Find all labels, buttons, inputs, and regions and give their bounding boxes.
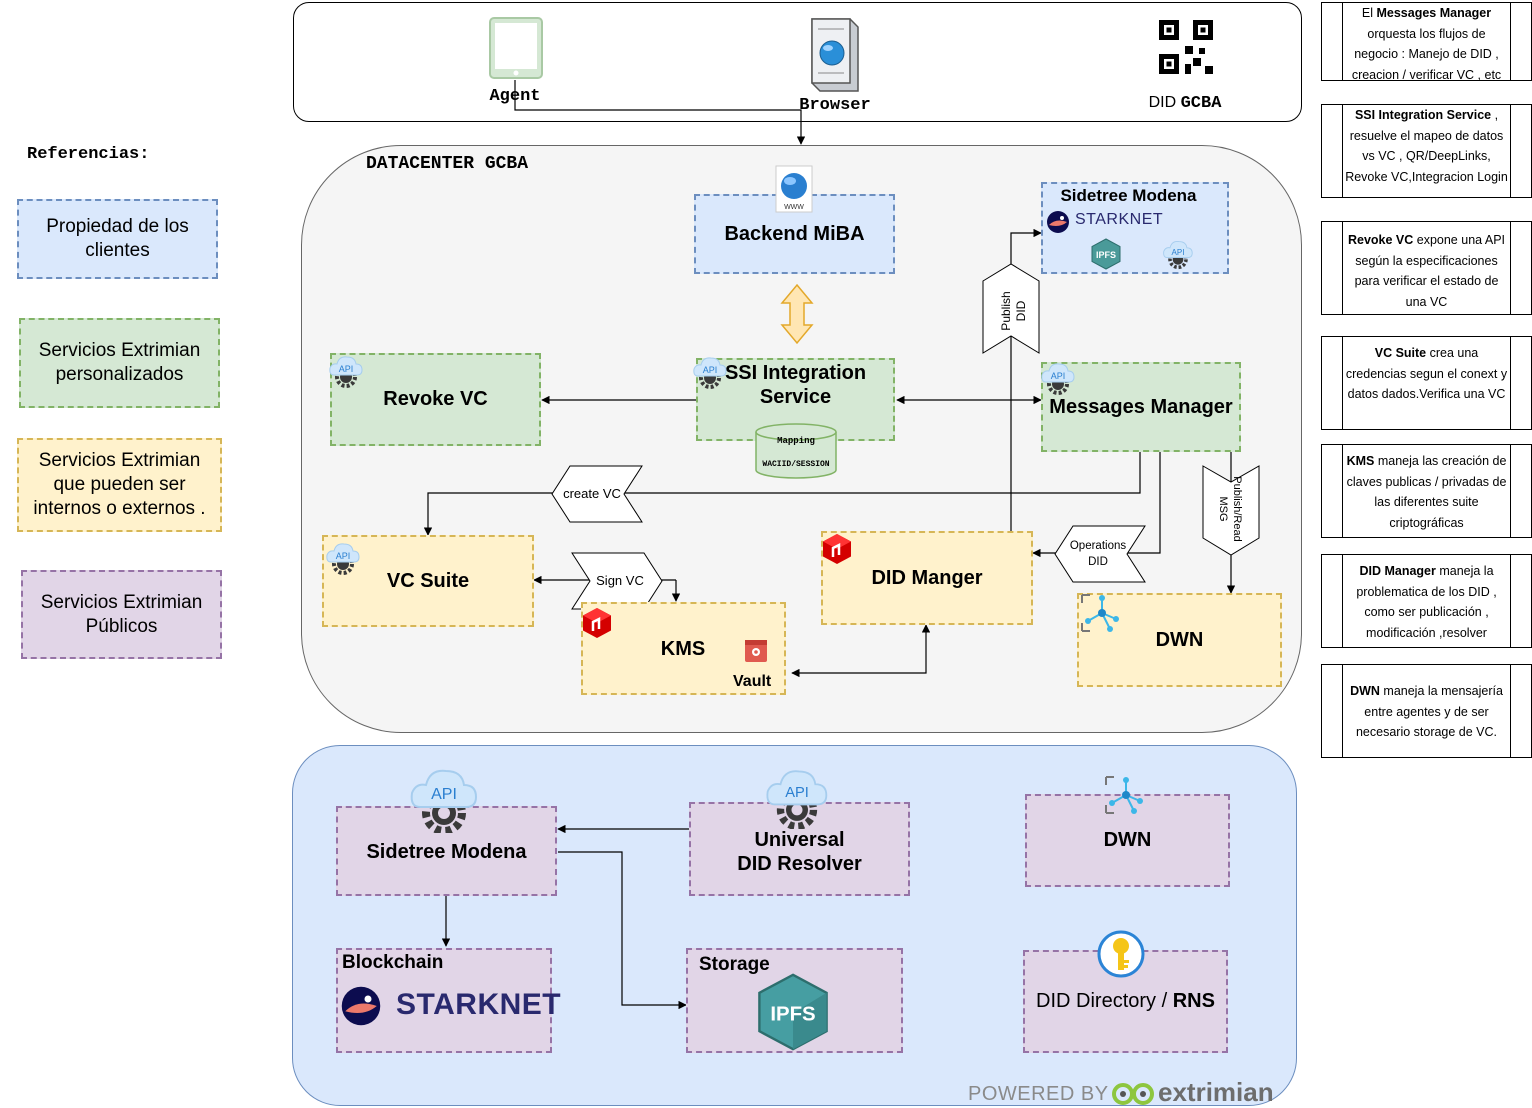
kms-label: KMS	[660, 638, 706, 660]
sidetree-modena-box-top	[1041, 182, 1229, 274]
svg-text:API: API	[339, 364, 354, 374]
svg-text:API: API	[1172, 248, 1185, 257]
dwn-network-icon	[1105, 776, 1143, 814]
vc-suite-box: VC Suite	[322, 535, 534, 627]
database-cylinder-icon	[755, 423, 837, 479]
svg-text:API: API	[703, 365, 718, 375]
legend-clients: Propiedad de los clientes	[17, 199, 218, 279]
extrimian-logo-icon	[1112, 1083, 1154, 1105]
svg-text:WWW: WWW	[784, 204, 804, 211]
did-manager-box: DID Manger	[821, 531, 1033, 625]
did-gcba-label: DID GCBA	[1148, 94, 1222, 113]
starknet-logo-icon	[341, 986, 381, 1026]
legend-custom-services: Servicios Extrimian personalizados	[19, 318, 220, 408]
storage-label: Storage	[699, 954, 770, 975]
www-globe-icon: WWW	[775, 165, 813, 213]
vault-label: Vault	[733, 673, 772, 690]
blockchain-label: Blockchain	[342, 952, 444, 973]
legend-title: Referencias:	[27, 145, 150, 164]
note-messages-manager: El Messages Manager orquesta los flujos …	[1321, 2, 1532, 82]
ssi-integration-service-box: SSI Integration Service	[696, 358, 895, 441]
api-cloud-gear-icon: API	[1041, 363, 1075, 395]
svg-text:IPFS: IPFS	[1096, 250, 1116, 260]
tablet-icon	[489, 17, 543, 79]
starknet-wordmark: STARKNET	[396, 988, 562, 1021]
create-vc-label: create VC	[563, 486, 621, 501]
ipfs-cube-icon: IPFS	[1091, 238, 1121, 270]
api-cloud-gear-icon: API	[329, 356, 363, 388]
kms-red-cube-icon	[583, 608, 611, 638]
clients-panel	[293, 2, 1302, 122]
api-cloud-gear-icon: API	[766, 770, 828, 829]
svg-text:IPFS: IPFS	[770, 1003, 815, 1025]
starknet-logo-icon	[1047, 211, 1069, 233]
key-icon	[1097, 930, 1145, 978]
svg-text:API: API	[1051, 371, 1066, 381]
browser-globe-icon	[811, 18, 859, 92]
svg-text:API: API	[785, 785, 809, 801]
dwn-network-icon	[1081, 594, 1119, 632]
starknet-wordmark-small: STARKNET	[1075, 211, 1164, 228]
datacenter-title: DATACENTER GCBA	[366, 154, 529, 174]
did-manager-red-cube-icon	[823, 534, 851, 564]
bidirectional-arrow-icon	[780, 283, 814, 345]
api-cloud-gear-icon: API	[410, 769, 478, 833]
mapping-label-2: WACIID/SESSION	[762, 460, 830, 469]
qr-code-icon	[1159, 20, 1213, 74]
note-kms: KMS maneja las creación de claves public…	[1321, 444, 1532, 538]
api-cloud-gear-icon: API	[693, 357, 727, 389]
revoke-vc-box: Revoke VC	[330, 353, 541, 446]
note-did-manager: DID Manager maneja la problematica de lo…	[1321, 554, 1532, 648]
svg-text:API: API	[431, 786, 457, 803]
legend-internal-external-services: Servicios Extrimian que pueden ser inter…	[17, 438, 222, 532]
publish-read-msg-label-shape	[1202, 465, 1260, 556]
mapping-label-1: Mapping	[777, 436, 815, 446]
vault-icon	[745, 640, 767, 662]
api-cloud-gear-icon: API	[326, 543, 360, 575]
sign-vc-label: Sign VC	[596, 573, 644, 588]
powered-by-label: POWERED BY	[968, 1083, 1109, 1105]
svg-text:API: API	[336, 551, 351, 561]
api-cloud-gear-icon: API	[1163, 241, 1193, 270]
dwn-box-public: DWN	[1025, 794, 1230, 887]
note-revoke-vc: Revoke VC expone una API según la especi…	[1321, 221, 1532, 315]
publish-did-label-shape	[982, 263, 1040, 354]
note-vc-suite: VC Suite crea una credencias segun el co…	[1321, 336, 1532, 430]
operations-did-label-shape	[1054, 525, 1146, 583]
extrimian-brand: extrimian	[1158, 1077, 1274, 1107]
note-ssi-integration: SSI Integration Service , resuelve el ma…	[1321, 104, 1532, 198]
dwn-box-datacenter: DWN	[1077, 593, 1282, 687]
note-dwn: DWN maneja la mensajería entre agentes y…	[1321, 664, 1532, 758]
ipfs-cube-icon: IPFS	[758, 973, 828, 1051]
legend-public-services: Servicios Extrimian Públicos	[21, 570, 222, 659]
sidetree-modena-label-top: Sidetree Modena	[1060, 186, 1197, 205]
browser-label: Browser	[799, 96, 871, 115]
create-vc-label-shape	[551, 465, 643, 523]
